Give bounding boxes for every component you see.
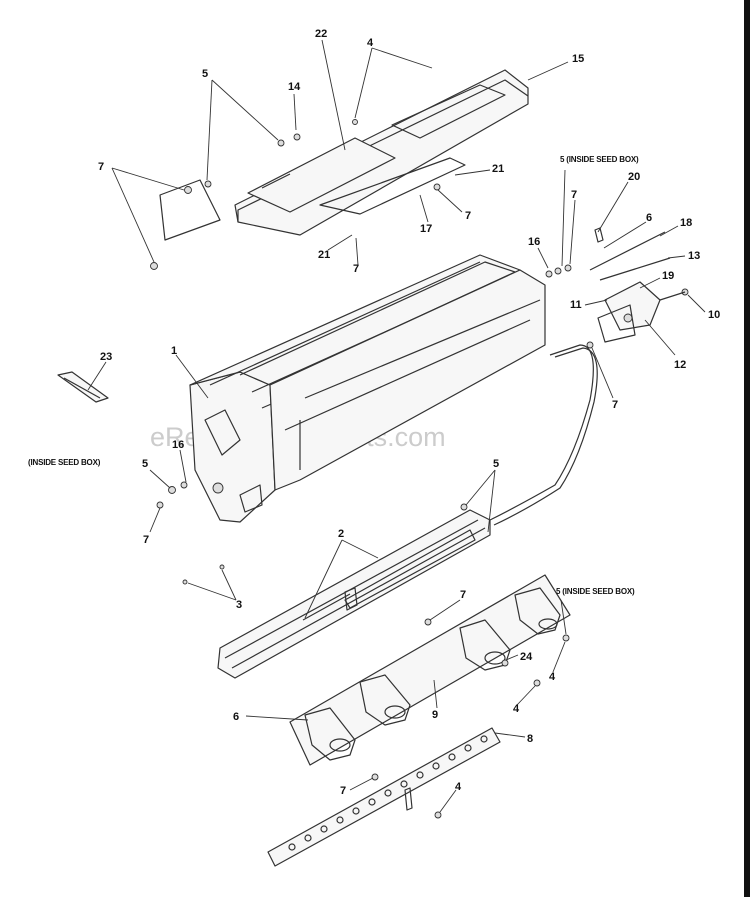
callout-11: 11 <box>570 299 582 311</box>
part-8-slide-bar <box>267 727 501 867</box>
callout-5-left: 5 <box>142 458 148 470</box>
control-assembly <box>489 227 689 526</box>
callout-4-slide: 4 <box>513 703 520 715</box>
part-15-lid <box>234 69 529 236</box>
callout-10: 10 <box>708 309 720 321</box>
part-9-bracket-plate <box>289 574 571 766</box>
callout-4-bottom: 4 <box>455 781 462 793</box>
callout-16-right: 16 <box>528 236 540 248</box>
callout-17: 17 <box>420 223 432 235</box>
callout-labels: 22 4 15 5 14 7 21 7 17 21 7 5 (INSIDE SE… <box>28 28 720 797</box>
callout-7-bottom: 7 <box>340 785 346 797</box>
callout-24: 24 <box>520 651 533 663</box>
callout-7-topleft: 7 <box>98 161 104 173</box>
callout-7-lid: 7 <box>465 210 471 222</box>
callout-19: 19 <box>662 270 674 282</box>
right-border <box>744 0 750 897</box>
part-18-rod <box>589 231 666 271</box>
callout-21-right: 21 <box>492 163 504 175</box>
callout-7-right: 7 <box>571 189 577 201</box>
callout-13: 13 <box>688 250 700 262</box>
left-hardware <box>156 481 570 687</box>
callout-20: 20 <box>628 171 640 183</box>
callout-1: 1 <box>171 345 177 357</box>
callout-15: 15 <box>572 53 584 65</box>
callout-14: 14 <box>288 81 301 93</box>
callout-7-left: 7 <box>143 534 149 546</box>
callout-18: 18 <box>680 217 692 229</box>
part-22-decal <box>247 137 396 213</box>
callout-4-top: 4 <box>367 37 374 49</box>
callout-3: 3 <box>236 599 242 611</box>
linkage-rod <box>489 344 594 521</box>
callout-6: 6 <box>233 711 239 723</box>
note-inside-seed-box-left: (INSIDE SEED BOX) <box>28 458 101 467</box>
callout-22: 22 <box>315 28 327 40</box>
part-23-decal <box>57 371 109 403</box>
callout-21-bottom: 21 <box>318 249 330 261</box>
callout-5-mid: 5 <box>493 458 499 470</box>
callout-6-top: 6 <box>646 212 652 224</box>
part-2-agitator <box>217 509 491 679</box>
part-7-hinge-left <box>150 119 441 270</box>
callout-7-control: 7 <box>612 399 618 411</box>
callout-2: 2 <box>338 528 344 540</box>
callout-7-shaft: 7 <box>460 589 466 601</box>
callout-9: 9 <box>432 709 438 721</box>
callout-16-left: 16 <box>172 439 184 451</box>
note-5-inside-seed-box-top: 5 (INSIDE SEED BOX) <box>560 155 639 164</box>
note-5-inside-seed-box-bottom: 5 (INSIDE SEED BOX) <box>556 587 635 596</box>
callout-7-lidbottom: 7 <box>353 263 359 275</box>
callout-4-right: 4 <box>549 671 556 683</box>
part-3-pins <box>182 564 225 585</box>
leader-lines <box>87 39 706 813</box>
callout-23: 23 <box>100 351 112 363</box>
callout-5-top: 5 <box>202 68 208 80</box>
part-1-seed-box <box>189 254 546 523</box>
part-19-bracket <box>604 281 661 331</box>
callout-8: 8 <box>527 733 533 745</box>
callout-12: 12 <box>674 359 686 371</box>
